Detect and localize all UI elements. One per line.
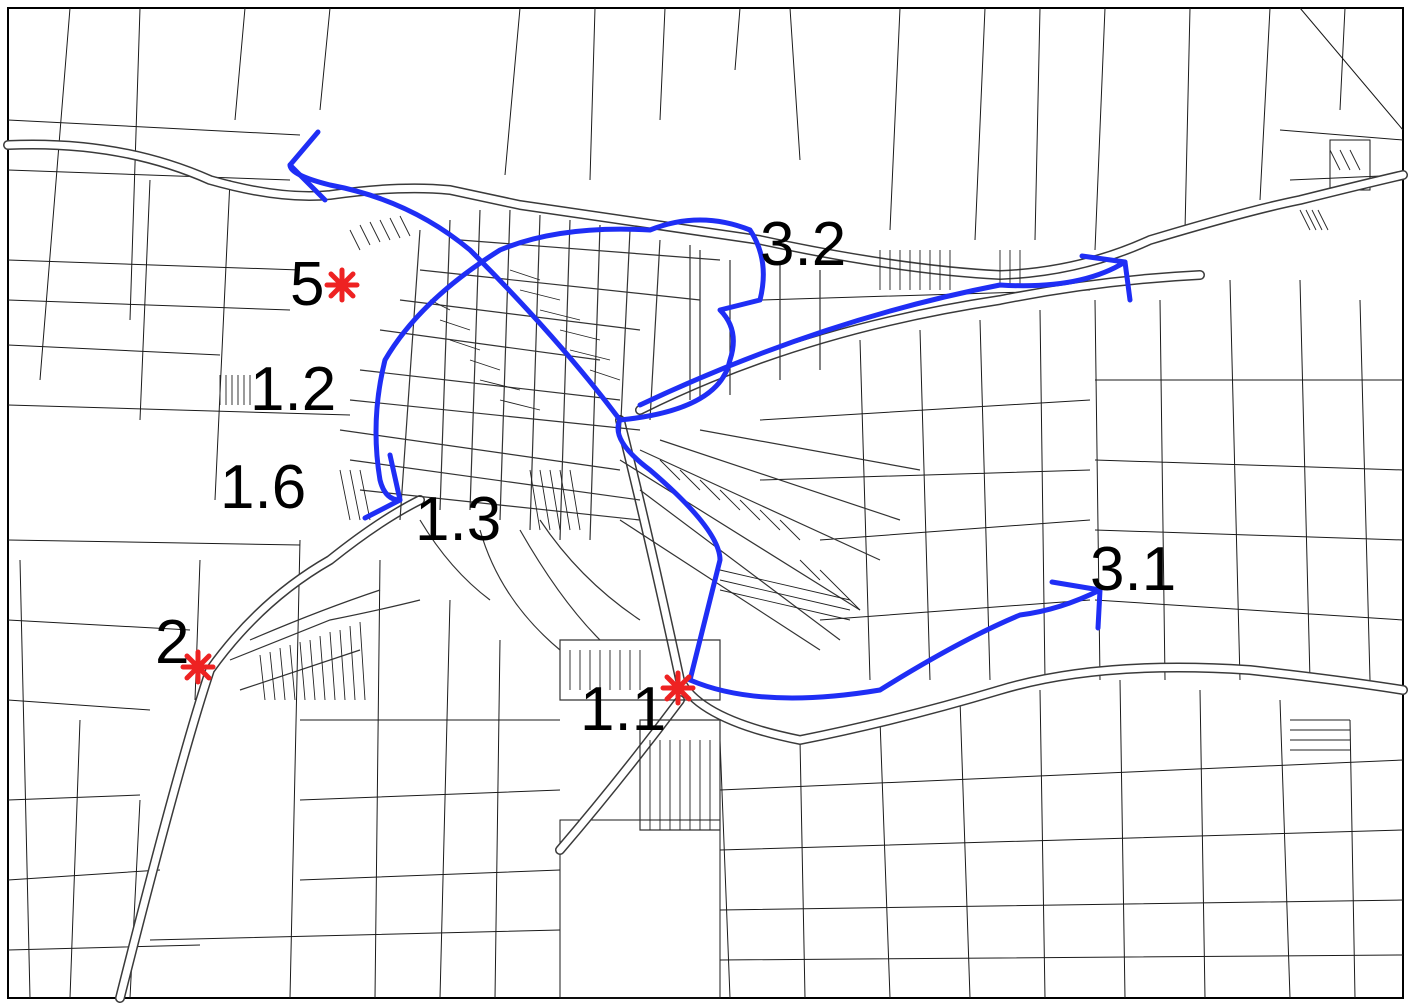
marker-5[interactable] [324, 267, 360, 303]
asterisk-icon [324, 267, 360, 303]
route-arrow-icon [362, 452, 403, 521]
asterisk-icon [180, 649, 216, 685]
routes [287, 129, 1133, 701]
label-3-2: 3.2 [760, 210, 846, 279]
label-1-2: 1.2 [250, 355, 336, 424]
parcel-boundaries [7, 7, 1404, 999]
marker-2[interactable] [180, 649, 216, 685]
route-path-south-east [615, 417, 1103, 701]
lot-hatching [219, 149, 1361, 830]
label-2: 2 [155, 608, 189, 677]
marker-1-1[interactable] [660, 670, 696, 706]
label-1-3: 1.3 [415, 485, 501, 554]
label-3-1: 3.1 [1090, 535, 1176, 604]
route-path-east [637, 259, 1128, 408]
route-arrow-icon [287, 129, 328, 203]
route-path-loop-3-2 [373, 217, 766, 503]
route-path-north-west [287, 162, 623, 423]
label-1-6: 1.6 [220, 453, 306, 522]
route-arrow-icon [1049, 579, 1103, 631]
route-arrow-icon [1079, 253, 1133, 303]
label-1-1: 1.1 [580, 675, 666, 744]
label-5: 5 [290, 250, 324, 319]
map-border [7, 7, 1404, 999]
asterisk-icon [660, 670, 696, 706]
